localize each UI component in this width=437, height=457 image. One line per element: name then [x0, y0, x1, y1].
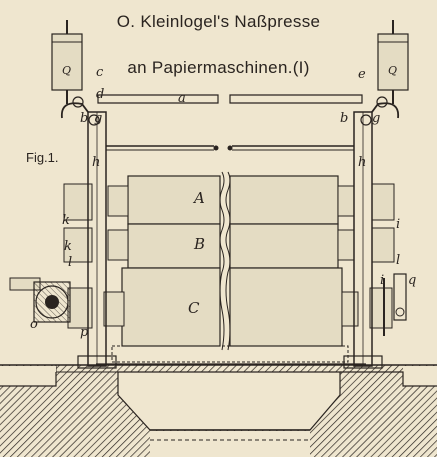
hooks — [60, 96, 400, 126]
label-Q-right: Q — [388, 64, 398, 77]
label-k-lower: k — [64, 239, 72, 254]
roll-C — [121, 267, 343, 347]
weight-left — [51, 20, 83, 104]
roll-A — [127, 175, 339, 225]
label-h-left: h — [92, 155, 101, 170]
label-roll-C: C — [188, 299, 200, 317]
label-p: p — [80, 325, 89, 340]
label-a: a — [178, 91, 186, 106]
weight-right — [377, 20, 409, 104]
lever-a — [97, 94, 363, 104]
plate-title-line2: an Papiermaschinen.(I) — [127, 58, 310, 77]
roll-B — [127, 223, 339, 269]
right-frame — [343, 111, 383, 369]
label-i-upper: i — [396, 217, 401, 232]
label-l-right: l — [396, 253, 401, 268]
label-d: d — [96, 87, 105, 102]
guide-roll — [106, 145, 354, 151]
left-frame — [77, 111, 117, 369]
label-g-right: g — [372, 111, 381, 126]
label-Q-left: Q — [62, 64, 72, 77]
label-b-right: b — [340, 111, 349, 126]
label-i-lower: i — [380, 273, 385, 288]
label-e: e — [358, 67, 366, 82]
label-k-upper: k — [62, 213, 70, 228]
plate-title-line1: O. Kleinlogel's Naßpresse — [116, 12, 321, 31]
right-spindle — [383, 273, 407, 336]
label-c: c — [96, 65, 104, 80]
label-g-left: g — [94, 111, 103, 126]
label-roll-A: A — [194, 189, 205, 207]
label-l-left: l — [68, 255, 73, 270]
label-roll-B: B — [194, 235, 206, 253]
felt-line — [96, 345, 366, 365]
label-b-left: b — [80, 111, 89, 126]
left-bearings — [63, 183, 129, 329]
label-h-right: h — [358, 155, 367, 170]
drive-gear — [9, 277, 71, 323]
foundation — [0, 364, 437, 457]
label-o: o — [30, 317, 38, 332]
label-q: q — [408, 273, 417, 288]
figure-label: Fig.1. — [26, 150, 59, 165]
right-bearings — [337, 183, 395, 329]
